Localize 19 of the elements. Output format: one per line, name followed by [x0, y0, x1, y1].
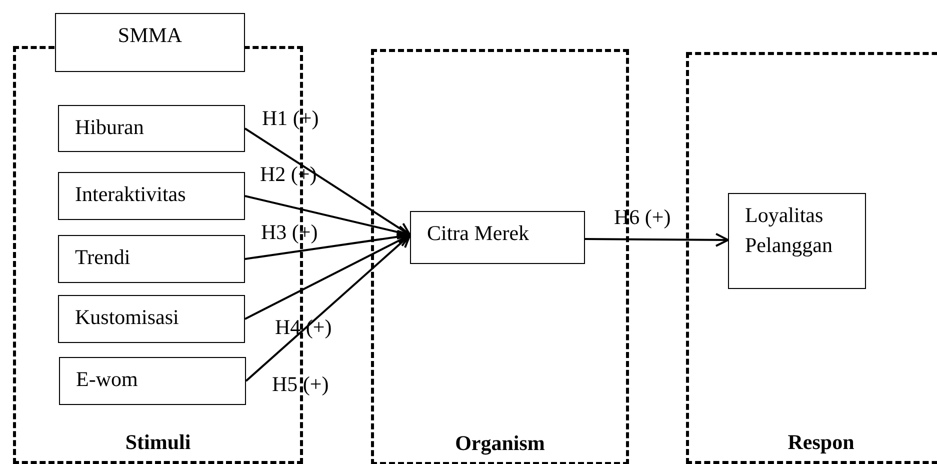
variable-box: SMMA	[55, 13, 245, 72]
arrow	[585, 232, 729, 247]
variable-box: Trendi	[58, 235, 245, 283]
group-title: Stimuli	[125, 430, 191, 455]
variable-box: E-wom	[59, 357, 246, 405]
variable-box: Hiburan	[58, 105, 245, 152]
hypothesis-label: H3 (+)	[261, 220, 318, 244]
group-title: Organism	[455, 431, 545, 456]
arrow	[244, 234, 411, 320]
hypothesis-label: H5 (+)	[272, 372, 329, 396]
arrow	[244, 128, 411, 236]
dashed-group-frame	[686, 52, 937, 464]
variable-box: Loyalitas Pelanggan	[728, 193, 866, 289]
variable-box: Citra Merek	[410, 211, 585, 264]
hypothesis-label: H1 (+)	[262, 106, 319, 130]
arrow	[245, 234, 411, 382]
variable-box: Interaktivitas	[58, 172, 245, 220]
variable-box: Kustomisasi	[58, 295, 245, 343]
group-title: Respon	[788, 430, 854, 455]
